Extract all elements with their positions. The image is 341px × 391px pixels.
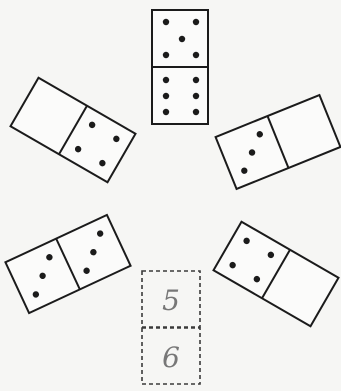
pip xyxy=(193,93,199,99)
pip xyxy=(179,36,185,42)
pip xyxy=(193,52,199,58)
pip xyxy=(163,19,169,25)
domino-lower-right xyxy=(214,222,339,326)
missing-domino-bottom-label: 6 xyxy=(162,341,180,374)
domino-upper-left xyxy=(11,78,136,182)
pip xyxy=(163,109,169,115)
pip xyxy=(163,77,169,83)
pip xyxy=(163,52,169,58)
pip xyxy=(193,77,199,83)
pip xyxy=(163,93,169,99)
domino-top xyxy=(152,10,208,124)
missing-domino: 5 6 xyxy=(142,271,200,384)
domino-upper-right xyxy=(216,95,341,189)
domino-lower-left xyxy=(5,215,130,313)
pip xyxy=(193,19,199,25)
missing-domino-top-label: 5 xyxy=(162,284,180,317)
pip xyxy=(193,109,199,115)
